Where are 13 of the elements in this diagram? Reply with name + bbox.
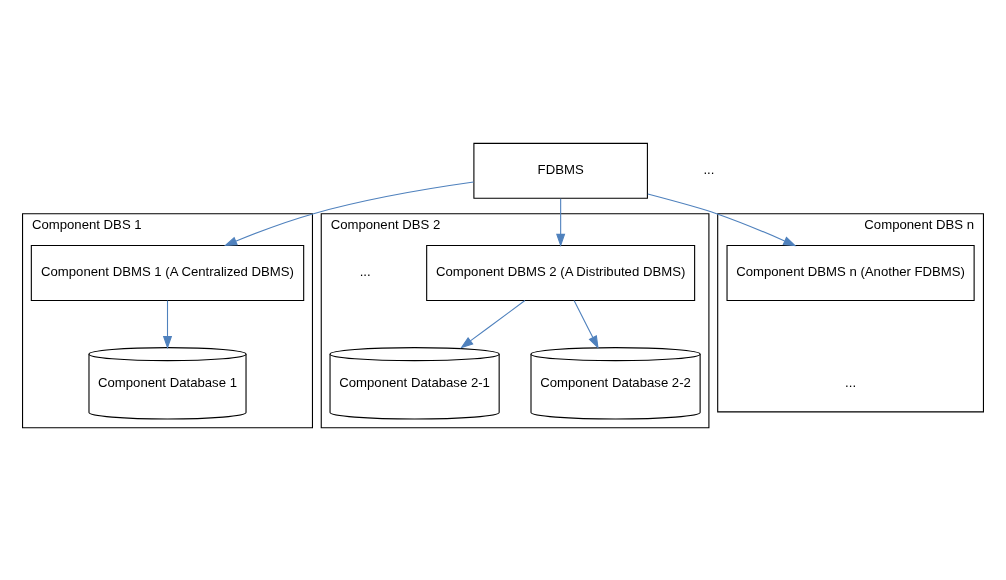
node-box: FDBMS xyxy=(473,142,648,199)
arrow xyxy=(556,198,566,248)
label: ... xyxy=(703,162,715,178)
arrow xyxy=(223,181,475,247)
label: ... xyxy=(359,264,371,280)
arrow xyxy=(162,300,173,350)
arrow xyxy=(647,193,797,247)
node-box: Component DBMS n (Another FDBMS) xyxy=(726,244,975,301)
label: ... xyxy=(845,374,857,390)
node-box: Component DBMS 1 (A Centralized DBMS) xyxy=(30,244,305,301)
node-box: Component DBMS 2 (A Distributed DBMS) xyxy=(426,244,696,301)
arrow xyxy=(573,300,599,349)
arrow xyxy=(460,300,526,349)
